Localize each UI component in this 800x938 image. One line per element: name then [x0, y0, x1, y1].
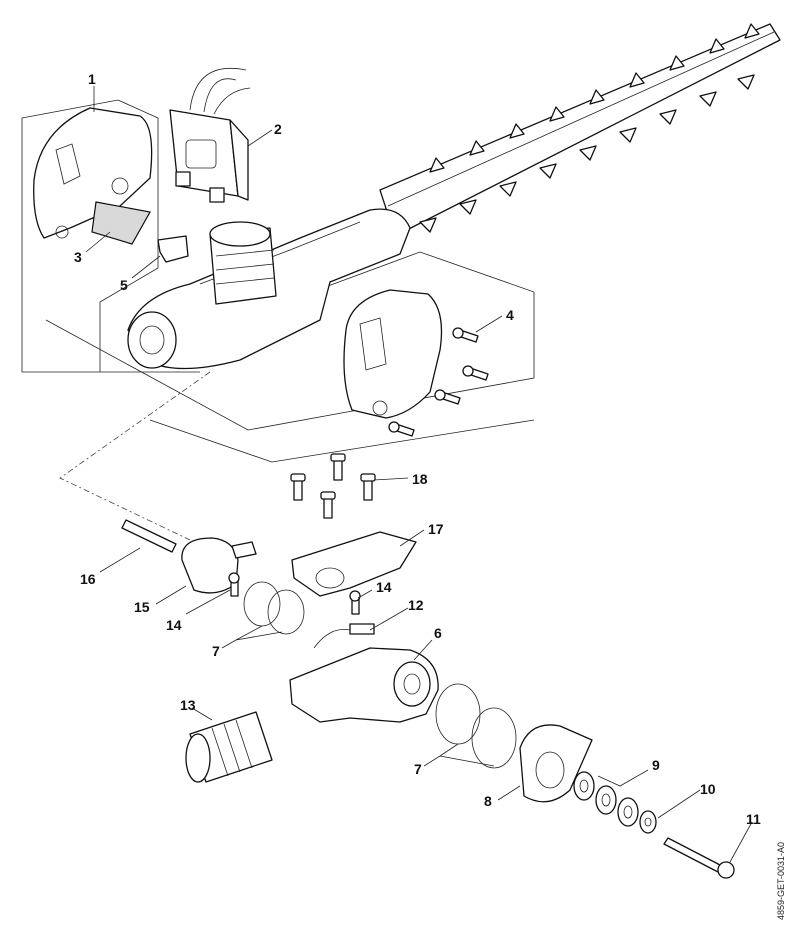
electronics-module	[169, 68, 251, 203]
document-id: 4859-GET-0031-A0	[776, 841, 786, 920]
callout-5: 5	[120, 277, 128, 293]
pad	[91, 201, 151, 245]
bellows-sleeve	[185, 711, 273, 783]
blade-teeth-upper	[429, 23, 760, 173]
callout-7-upper: 7	[212, 643, 220, 659]
washers	[573, 771, 639, 827]
callout-17: 17	[428, 521, 444, 537]
callout-labels: 1 2 3 4 5 6 7 7 8 9 10 11 12 13 14 14 15…	[74, 71, 761, 827]
callout-6: 6	[434, 625, 442, 641]
left-housing-shell	[33, 107, 153, 239]
callout-1: 1	[88, 71, 96, 87]
long-bolt	[663, 837, 735, 879]
callout-4: 4	[506, 307, 514, 323]
hedge-blade	[379, 23, 781, 237]
callout-8: 8	[484, 793, 492, 809]
retaining-rings-upper	[243, 581, 305, 635]
callout-16: 16	[80, 571, 96, 587]
gearbox-housing	[289, 647, 439, 723]
electric-motor	[209, 221, 277, 305]
screws-part-14	[228, 572, 361, 615]
callout-3: 3	[74, 249, 82, 265]
callout-13: 13	[180, 697, 196, 713]
right-housing-shell	[343, 289, 443, 419]
upper-bracket	[291, 531, 417, 597]
small-bracket	[157, 235, 189, 263]
screws-part-18	[290, 453, 376, 519]
pin	[121, 519, 177, 553]
callout-15: 15	[134, 599, 150, 615]
assembly-outline-group-1	[21, 99, 535, 463]
callout-14-left: 14	[166, 617, 182, 633]
single-washer	[639, 810, 657, 834]
callout-10: 10	[700, 781, 716, 797]
callout-9: 9	[652, 757, 660, 773]
retaining-rings-lower	[435, 683, 517, 769]
callout-12: 12	[408, 597, 424, 613]
callout-7-lower: 7	[414, 761, 422, 777]
callout-11: 11	[746, 811, 761, 827]
blade-teeth-lower	[419, 74, 755, 233]
sensor-cable	[313, 623, 375, 649]
callout-18: 18	[412, 471, 428, 487]
assembly-axis-line	[59, 371, 211, 541]
leader-lines	[85, 86, 753, 863]
callout-2: 2	[274, 121, 282, 137]
screws-part-4	[388, 327, 489, 437]
clamp-ring	[181, 537, 257, 594]
gear-cover	[519, 724, 593, 803]
callout-14-right: 14	[376, 579, 392, 595]
